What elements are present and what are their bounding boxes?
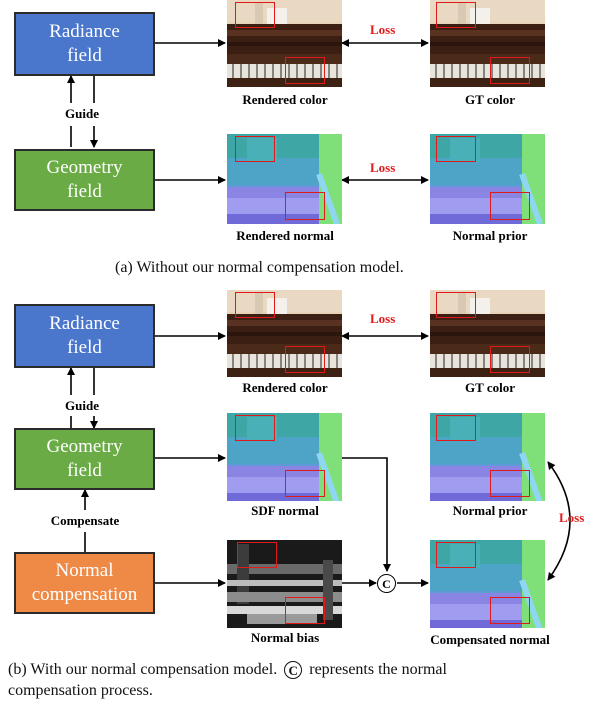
loss-label-color: Loss	[370, 311, 396, 326]
normal-compensation-line2: compensation	[31, 584, 138, 605]
highlight-box-bottom	[285, 346, 325, 373]
radiance-field-line1: Radiance	[49, 21, 120, 42]
highlight-box-bottom	[285, 597, 325, 624]
caption-b-text-1: (b) With our normal compensation model.	[8, 661, 278, 678]
geometry-field-line2: field	[67, 181, 102, 202]
compensation-node-icon: C	[377, 574, 396, 593]
highlight-box-bottom	[285, 470, 325, 497]
highlight-box-bottom	[490, 470, 530, 497]
sdf-normal-label: SDF normal	[251, 503, 319, 518]
geometry-field-box: Geometry field	[14, 149, 155, 211]
caption-b: (b) With our normal compensation model. …	[8, 659, 593, 701]
rendered-color-image	[227, 0, 342, 87]
radiance-field-box: Radiance field	[14, 304, 155, 368]
rendered-normal-label: Rendered normal	[236, 228, 334, 243]
normal-bias-image	[227, 540, 342, 628]
loss-label-normal: Loss	[370, 160, 396, 175]
compensate-label: Compensate	[50, 513, 120, 528]
normal-prior-image	[430, 134, 545, 224]
highlight-box-bottom	[285, 57, 325, 84]
caption-b-text-2: represents the normal	[309, 661, 447, 678]
normal-prior-image	[430, 413, 545, 501]
gt-color-image	[430, 290, 545, 377]
highlight-box-top	[237, 542, 277, 568]
normal-prior-label: Normal prior	[452, 228, 528, 243]
highlight-box-bottom	[285, 192, 325, 220]
sdf-normal-image	[227, 413, 342, 501]
compensated-normal-label: Compensated normal	[430, 632, 550, 647]
caption-a: (a) Without our normal compensation mode…	[115, 259, 404, 276]
rendered-color-image	[227, 290, 342, 377]
highlight-box-top	[436, 136, 476, 162]
radiance-field-box: Radiance field	[14, 12, 155, 76]
caption-b-text-3: compensation process.	[8, 682, 153, 699]
radiance-field-line1: Radiance	[49, 313, 120, 334]
normal-compensation-box: Normal compensation	[14, 552, 155, 614]
radiance-field-line2: field	[67, 337, 102, 358]
rendered-color-label: Rendered color	[242, 380, 328, 395]
geometry-field-line2: field	[67, 460, 102, 481]
gt-color-image	[430, 0, 545, 87]
highlight-box-bottom	[490, 192, 530, 220]
highlight-box-top	[235, 415, 275, 441]
loss-label-color: Loss	[370, 22, 396, 37]
geometry-field-box: Geometry field	[14, 428, 155, 490]
highlight-box-top	[436, 415, 476, 441]
highlight-box-bottom	[490, 597, 530, 624]
highlight-box-top	[436, 2, 476, 28]
normal-bias-label: Normal bias	[250, 630, 320, 645]
highlight-box-top	[436, 292, 476, 318]
geometry-field-line1: Geometry	[46, 436, 123, 457]
guide-label: Guide	[65, 106, 99, 121]
normal-prior-label: Normal prior	[452, 503, 528, 518]
highlight-box-top	[436, 542, 476, 568]
compensated-normal-image	[430, 540, 545, 628]
compensation-symbol-icon: C	[284, 661, 303, 680]
loss-label-normal: Loss	[559, 510, 585, 525]
guide-label: Guide	[65, 398, 99, 413]
geometry-field-line1: Geometry	[46, 157, 123, 178]
normal-compensation-line1: Normal	[55, 560, 114, 581]
rendered-color-label: Rendered color	[242, 92, 328, 107]
highlight-box-top	[235, 2, 275, 28]
highlight-box-bottom	[490, 346, 530, 373]
highlight-box-top	[235, 292, 275, 318]
highlight-box-top	[235, 136, 275, 162]
radiance-field-line2: field	[67, 45, 102, 66]
gt-color-label: GT color	[465, 380, 515, 395]
rendered-normal-image	[227, 134, 342, 224]
highlight-box-bottom	[490, 57, 530, 84]
gt-color-label: GT color	[465, 92, 515, 107]
